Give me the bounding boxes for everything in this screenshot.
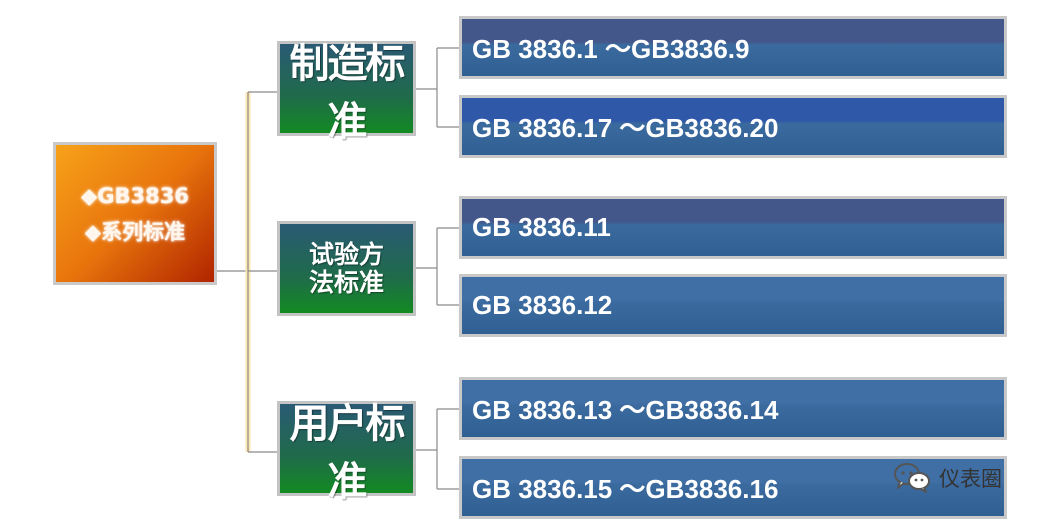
root-line-2: ◆系列标准: [84, 219, 186, 244]
watermark-text: 仪表圈: [939, 467, 1002, 491]
standard-item: GB 3836.1 ～GB3836.9: [459, 16, 1007, 79]
watermark: 仪表圈: [893, 460, 1002, 496]
standard-item: GB 3836.12: [459, 274, 1007, 337]
standard-item: GB 3836.13 ～GB3836.14: [459, 377, 1007, 440]
standard-item: GB 3836.17 ～GB3836.20: [459, 95, 1007, 158]
category-label: 用户标准: [289, 400, 406, 505]
standard-item: GB 3836.11: [459, 196, 1007, 259]
category-user: 用户标准: [277, 401, 416, 505]
category-test-method: 试验方 法标准: [277, 221, 416, 316]
wechat-icon: [894, 463, 930, 493]
root-node: ◆GB3836 ◆系列标准: [53, 142, 217, 285]
category-label: 制造标准: [289, 40, 406, 145]
root-line-1: ◆GB3836: [81, 183, 189, 208]
category-manufacturing: 制造标准: [277, 41, 416, 145]
category-label-line-2: 法标准: [308, 267, 384, 297]
category-label-line-1: 试验方: [308, 239, 384, 269]
